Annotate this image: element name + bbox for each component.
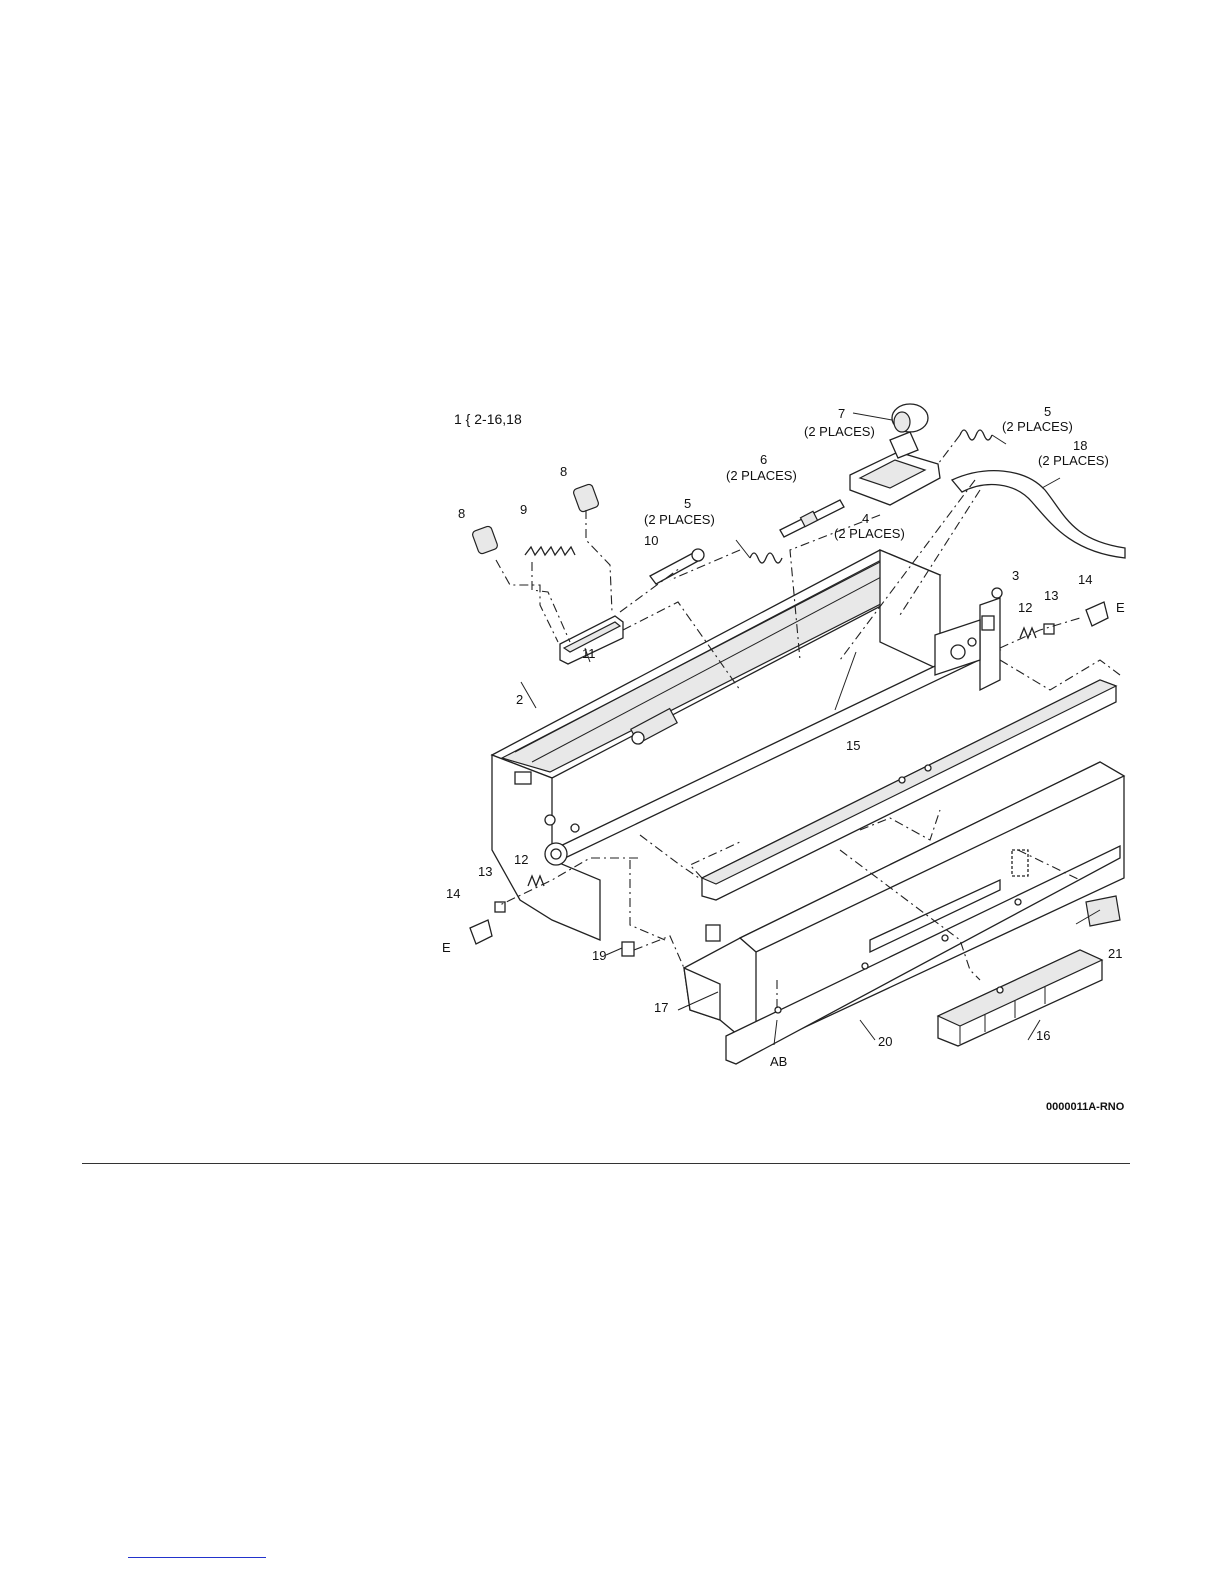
callout-7: 7 [838, 406, 845, 421]
callout-5-right: 5 [1044, 404, 1051, 419]
callout-21: 21 [1108, 946, 1122, 961]
footer-link-underline [128, 1557, 266, 1558]
callout-17: 17 [654, 1000, 668, 1015]
roller-bracket [850, 432, 940, 505]
flex-cable [952, 471, 1125, 558]
callout-13-left: 13 [478, 864, 492, 879]
pad [1086, 896, 1120, 926]
callout-14-left: 14 [446, 886, 460, 901]
base-plate [938, 950, 1102, 1046]
callout-20: 20 [878, 1034, 892, 1049]
spring-right [960, 430, 1006, 444]
callout-14-right: 14 [1078, 572, 1092, 587]
drawing-code: 0000011A-RNO [1046, 1101, 1125, 1113]
callout-ab: AB [770, 1054, 787, 1069]
callout-7-note: (2 PLACES) [804, 424, 875, 439]
exploded-parts-diagram: 1 { 2-16,18 7 (2 PLACES) 5 (2 PLACES) 18… [440, 380, 1130, 1120]
cap-left [471, 525, 498, 554]
callout-5-right-note: (2 PLACES) [1002, 419, 1073, 434]
kit-note: 1 { 2-16,18 [454, 411, 522, 427]
callout-e-right: E [1116, 600, 1125, 615]
clip [622, 942, 634, 956]
callout-2: 2 [516, 692, 523, 707]
callout-8-right: 8 [560, 464, 567, 479]
callout-6: 6 [760, 452, 767, 467]
compression-spring [525, 547, 575, 555]
pivot-pin [650, 549, 704, 584]
pinch-roller [892, 404, 928, 432]
callout-4: 4 [862, 511, 869, 526]
cap-right [572, 483, 599, 512]
callout-16: 16 [1036, 1028, 1050, 1043]
callout-10: 10 [644, 533, 658, 548]
right-bearing-set [1020, 602, 1108, 638]
callout-5-left: 5 [684, 496, 691, 511]
callout-9: 9 [520, 502, 527, 517]
callout-12-right: 12 [1018, 600, 1032, 615]
callout-19: 19 [592, 948, 606, 963]
callout-13-right: 13 [1044, 588, 1058, 603]
spring-left [736, 540, 782, 563]
screw [992, 588, 1002, 598]
callout-18: 18 [1073, 438, 1087, 453]
callout-e-left: E [442, 940, 451, 955]
callout-4-note: (2 PLACES) [834, 526, 905, 541]
callout-11: 11 [582, 646, 596, 661]
callout-15: 15 [846, 738, 860, 753]
section-divider [82, 1163, 1130, 1164]
callout-8-left: 8 [458, 506, 465, 521]
callout-12-left: 12 [514, 852, 528, 867]
callout-6-note: (2 PLACES) [726, 468, 797, 483]
callout-18-note: (2 PLACES) [1038, 453, 1109, 468]
callout-5-left-note: (2 PLACES) [644, 512, 715, 527]
callout-3: 3 [1012, 568, 1019, 583]
